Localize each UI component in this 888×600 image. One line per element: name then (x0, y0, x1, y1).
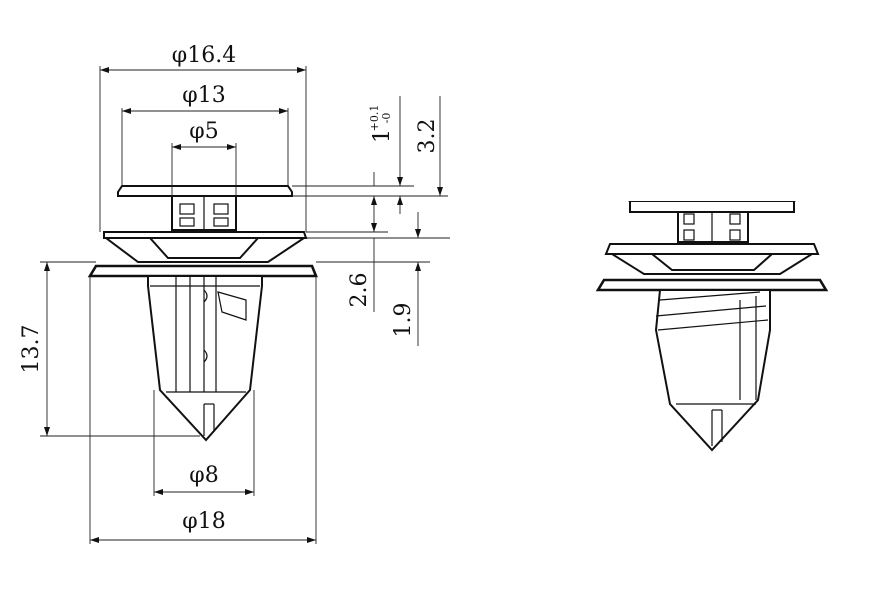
perspective-view-part (595, 201, 829, 452)
front-view-part (87, 185, 318, 442)
dim-cap-gap: 3.2 (415, 119, 440, 154)
dimension-lines (40, 66, 450, 544)
dim-tolerance-minus: -0 (380, 113, 393, 124)
dim-cap-diameter: φ13 (182, 83, 225, 108)
dim-lower-gap: 1.9 (391, 303, 416, 338)
dim-total-height: 13.7 (19, 325, 44, 374)
dim-base-flange-diameter: φ18 (182, 509, 225, 534)
dim-shank-diameter: φ8 (189, 463, 218, 488)
dim-flange-thickness: 1 (370, 129, 395, 143)
dim-neck-diameter: φ5 (189, 119, 218, 144)
dim-upper-gap: 2.6 (347, 273, 372, 308)
dim-tolerance-plus: +0.1 (368, 105, 381, 132)
dim-top-flange-diameter: φ16.4 (172, 43, 236, 68)
